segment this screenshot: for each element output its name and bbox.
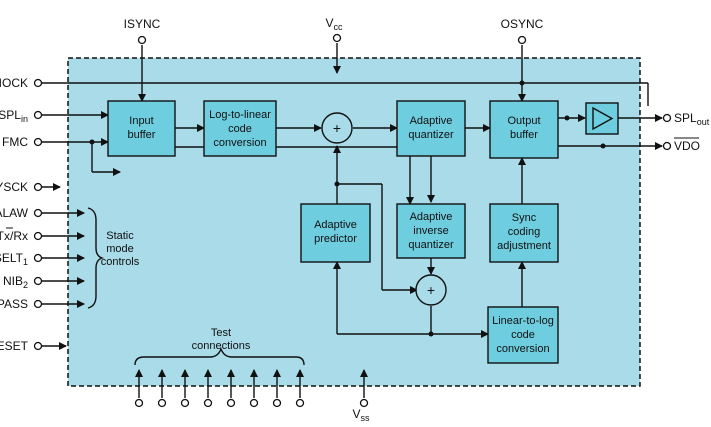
block-label: quantizer — [408, 129, 454, 141]
pin-label-vss: Vss — [352, 407, 370, 423]
block-log-to-linear: Log-to-linear code conversion — [203, 100, 277, 157]
pin-label-bypass: BYPASS — [0, 297, 28, 311]
block-adaptive-predictor: Adaptive predictor — [300, 203, 371, 263]
block-label: Adaptive — [410, 115, 453, 127]
block-label: Sync — [512, 212, 537, 224]
block-label: predictor — [314, 233, 357, 245]
block-label: quantizer — [408, 239, 454, 251]
static-mode-label-3: controls — [101, 256, 140, 268]
pin-label-sysck: SYSCK — [0, 180, 28, 194]
pin-label-osync: OSYNC — [501, 17, 544, 31]
block-label: coding — [508, 226, 540, 238]
pin-label-isync: ISYNC — [124, 17, 161, 31]
block-label: code — [511, 329, 535, 341]
block-adaptive-quantizer: Adaptive quantizer — [396, 100, 466, 157]
pin-label-vcc: Vcc — [325, 16, 343, 32]
block-label: inverse — [413, 225, 448, 237]
block-label: Input — [129, 115, 153, 127]
block-label: conversion — [213, 137, 266, 149]
pin-label-spl-out: SPLout — [674, 111, 710, 127]
block-label: Adaptive — [410, 211, 453, 223]
output-driver-icon — [585, 102, 619, 135]
signal-wires — [42, 43, 663, 398]
adder-symbol: + — [333, 120, 341, 136]
pin-circles — [33, 33, 672, 408]
block-linear-to-log: Linear-to-log code conversion — [487, 306, 559, 364]
static-mode-label-2: mode — [106, 243, 134, 255]
pin-label-txrx: Tx/Rx — [0, 229, 28, 243]
block-label: Log-to-linear — [209, 109, 271, 121]
block-label: buffer — [128, 129, 156, 141]
block-label: buffer — [510, 129, 538, 141]
block-label: code — [228, 123, 252, 135]
pin-label-alaw: ALAW — [0, 206, 29, 220]
adder-bottom: + — [415, 274, 447, 306]
test-connections-label-1: Test — [211, 327, 231, 339]
block-label: Output — [507, 115, 540, 127]
block-input-buffer: Input buffer — [107, 100, 176, 157]
block-label: adjustment — [497, 240, 551, 252]
adder-top: + — [321, 112, 353, 144]
pin-label-reset: RESET — [0, 339, 29, 353]
block-output-buffer: Output buffer — [489, 100, 559, 159]
pin-label-nib: NIB2 — [3, 274, 28, 290]
static-controls-brace — [87, 207, 105, 309]
block-label: Adaptive — [314, 219, 357, 231]
pin-label-vdo: VDO — [674, 139, 700, 153]
pin-label-selt: SELT1 — [0, 251, 28, 267]
static-mode-label-1: Static — [106, 230, 134, 242]
pin-label-spl-in: SPLin — [0, 108, 28, 124]
pin-label-iock: IOCK — [0, 76, 28, 90]
block-label: conversion — [496, 343, 549, 355]
block-label: Linear-to-log — [492, 315, 554, 327]
test-connections-brace — [134, 347, 305, 366]
adder-symbol: + — [427, 282, 435, 298]
test-connections-label-2: connections — [192, 340, 251, 352]
pin-label-fmc: FMC — [2, 135, 28, 149]
block-sync-coding-adjustment: Sync coding adjustment — [489, 203, 559, 263]
block-adaptive-inverse-quantizer: Adaptive inverse quantizer — [396, 203, 466, 259]
